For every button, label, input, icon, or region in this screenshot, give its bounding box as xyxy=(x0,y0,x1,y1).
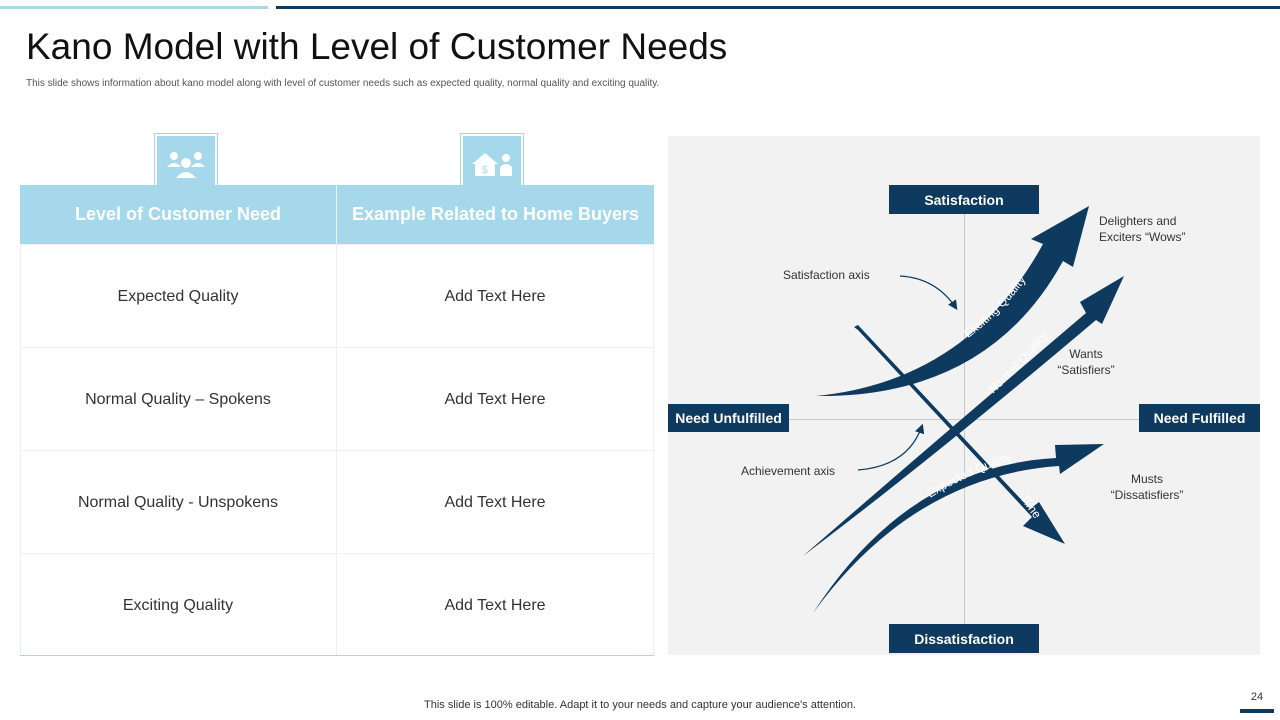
slide-subtitle: This slide shows information about kano … xyxy=(26,78,660,89)
musts-line-2: “Dissatisfiers” xyxy=(1110,488,1184,502)
achievement-axis-callout xyxy=(857,423,925,471)
normal-quality-arrow xyxy=(803,276,1124,556)
kano-curves: Exciting Quality Normal Quality Expected… xyxy=(803,206,1124,613)
wants-line-2: “Satisfiers” xyxy=(1057,363,1115,377)
musts-line-1: Musts xyxy=(1130,472,1163,486)
table-cell: Exciting Quality xyxy=(20,554,337,657)
table-row: Expected Quality Add Text Here xyxy=(20,244,654,348)
table-cell: Expected Quality xyxy=(20,245,337,348)
header-level-of-customer-need: Level of Customer Need xyxy=(20,185,337,244)
customer-needs-table: Level of Customer Need Example Related t… xyxy=(20,185,654,657)
table-cell: Add Text Here xyxy=(337,245,654,348)
expected-quality-arrow xyxy=(813,444,1104,613)
need-unfulfilled-label: Need Unfulfilled xyxy=(668,404,789,432)
page-number-bar xyxy=(1240,709,1274,713)
table-cell: Add Text Here xyxy=(337,554,654,657)
table-bottom-border xyxy=(20,655,654,656)
need-fulfilled-label: Need Fulfilled xyxy=(1139,404,1260,432)
satisfaction-label: Satisfaction xyxy=(889,185,1039,214)
delighters-line-1: Delighters and xyxy=(1099,214,1177,228)
dissatisfaction-label: Dissatisfaction xyxy=(889,624,1039,653)
satisfaction-axis-callout xyxy=(899,275,958,310)
footer-note: This slide is 100% editable. Adapt it to… xyxy=(424,699,856,711)
table-row: Normal Quality – Spokens Add Text Here xyxy=(20,347,654,451)
table-cell: Normal Quality – Spokens xyxy=(20,348,337,451)
top-accent-dark xyxy=(276,6,1280,9)
table-cell: Normal Quality - Unspokens xyxy=(20,451,337,554)
exciting-quality-arrow xyxy=(816,206,1089,397)
table-row: Normal Quality - Unspokens Add Text Here xyxy=(20,450,654,554)
slide-title: Kano Model with Level of Customer Needs xyxy=(26,26,728,67)
achievement-axis-note: Achievement axis xyxy=(741,464,836,478)
page-number: 24 xyxy=(1250,691,1264,703)
table-cell: Add Text Here xyxy=(337,451,654,554)
delighters-note: Delighters and Exciters “Wows” xyxy=(1099,213,1185,245)
table-cell: Add Text Here xyxy=(337,348,654,451)
wants-note: Wants “Satisfiers” xyxy=(1056,346,1116,378)
group-users-icon xyxy=(154,133,218,196)
delighters-line-2: Exciters “Wows” xyxy=(1099,230,1186,244)
wants-line-1: Wants xyxy=(1069,347,1103,361)
top-accent-light xyxy=(0,6,268,9)
header-example-home-buyers: Example Related to Home Buyers xyxy=(351,204,640,224)
kano-diagram: Exciting Quality Normal Quality Expected… xyxy=(668,136,1260,655)
table-row: Exciting Quality Add Text Here xyxy=(20,553,654,657)
musts-note: Musts “Dissatisfiers” xyxy=(1102,471,1192,503)
svg-text:$: $ xyxy=(482,163,489,176)
satisfaction-axis-note: Satisfaction axis xyxy=(783,268,870,282)
table-header: Level of Customer Need Example Related t… xyxy=(20,185,654,244)
